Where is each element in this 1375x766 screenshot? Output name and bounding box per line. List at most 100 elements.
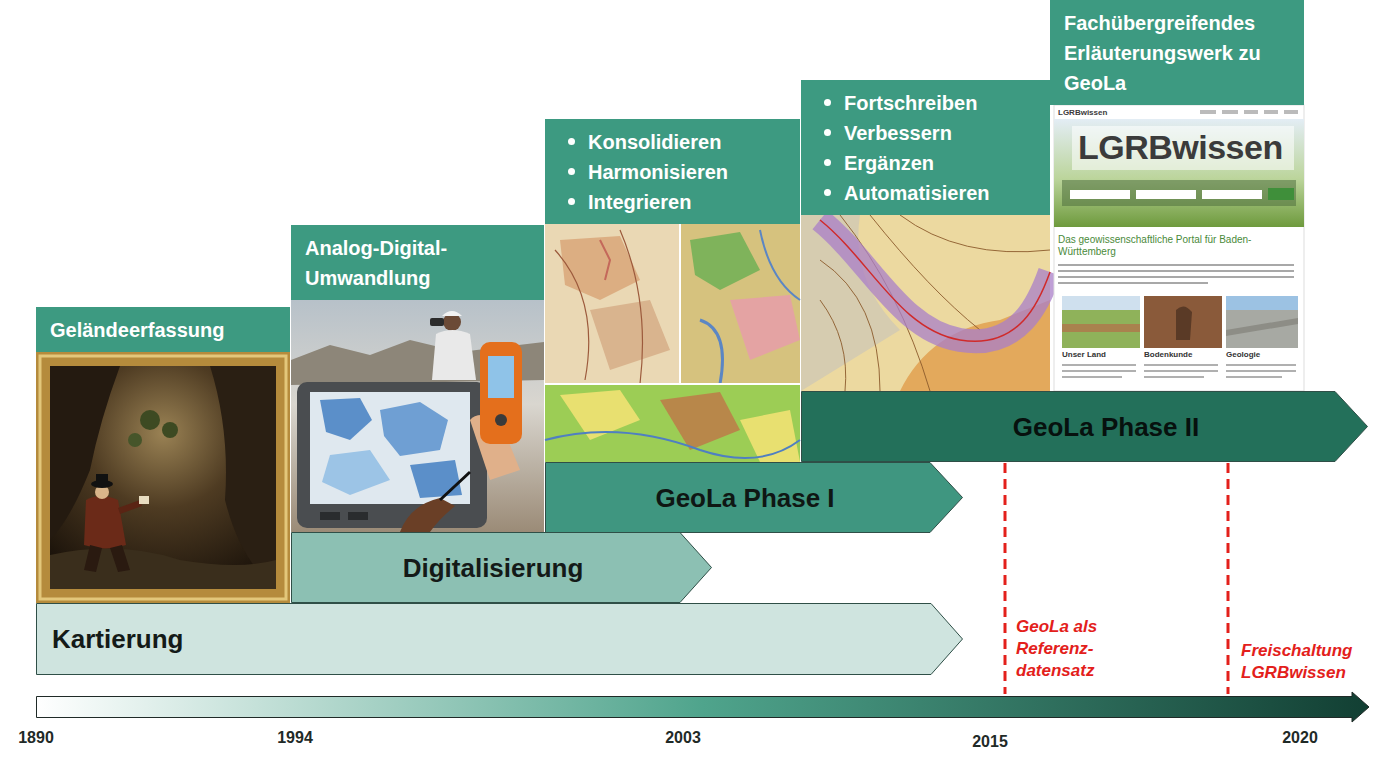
bullet-dot <box>568 138 575 145</box>
illustration-shape <box>37 692 1370 722</box>
illustration-shape <box>1226 376 1282 378</box>
site-logo-small: LGRBwissen <box>1058 108 1107 117</box>
timeline-axis <box>37 692 1370 722</box>
geological-maps <box>545 224 800 462</box>
bullet-dot <box>568 198 575 205</box>
tile-caption: Bodenkunde <box>1144 350 1192 359</box>
illustration-shape <box>560 236 640 300</box>
tile-caption: Geologie <box>1226 350 1260 359</box>
bullet-text: Ergänzen <box>844 148 934 178</box>
illustration-shape <box>320 512 340 520</box>
bullet-row: Fortschreiben <box>815 88 1036 118</box>
tile-caption: Unser Land <box>1062 350 1106 359</box>
text-row: Geländeerfassung <box>50 315 276 345</box>
illustration-shape <box>84 496 126 549</box>
illustration-shape <box>679 224 681 384</box>
illustration-shape <box>297 382 487 528</box>
illustration-shape <box>1058 270 1294 272</box>
illustration-shape <box>50 366 276 589</box>
illustration-shape <box>1226 296 1298 348</box>
illustration-shape <box>1058 276 1294 278</box>
illustration-shape <box>1062 324 1140 332</box>
bullet-text: Harmonisieren <box>588 157 728 187</box>
illustration-shape <box>440 472 470 500</box>
illustration-shape <box>1226 296 1298 310</box>
phase-label: Kartierung <box>52 623 183 655</box>
illustration-shape <box>1200 110 1216 114</box>
illustration-shape <box>600 240 610 280</box>
illustration-shape <box>1062 370 1136 372</box>
arrow-outline <box>37 604 963 675</box>
illustration-shape <box>1144 296 1222 348</box>
phase-header-box: Fachübergreifendes Erläuterungswerk zu G… <box>1050 0 1304 105</box>
illustration-shape <box>545 384 800 462</box>
illustration-shape <box>1062 296 1140 348</box>
milestone-line <box>1004 463 1007 694</box>
phase-label: Digitalisierung <box>403 552 584 584</box>
bullet-row: Harmonisieren <box>559 157 786 187</box>
illustration-shape <box>410 460 462 498</box>
year-label: 2020 <box>1282 729 1318 747</box>
contour-map <box>801 215 1050 391</box>
year-label: 1994 <box>277 729 313 747</box>
website-screenshot <box>1054 105 1304 391</box>
arrow-outline <box>802 392 1368 462</box>
bullet-dot <box>824 99 831 106</box>
illustration-shape <box>40 356 286 599</box>
illustration-shape <box>495 414 507 426</box>
arrow-outline <box>292 533 712 603</box>
illustration-shape <box>820 220 1050 341</box>
illustration-shape <box>801 215 1050 391</box>
illustration-shape <box>700 320 723 384</box>
bullet-text: Integrieren <box>588 187 691 217</box>
illustration-shape <box>442 311 462 316</box>
illustration-shape <box>1144 370 1218 372</box>
bullet-row: Verbessern <box>815 118 1036 148</box>
illustration-shape <box>545 224 680 384</box>
header-text: Analog-Digital-Umwandlung <box>305 233 530 293</box>
phase-arrow: GeoLa Phase II <box>801 391 1368 462</box>
milestone-line <box>1227 463 1230 694</box>
illustration-shape <box>432 330 476 380</box>
year-label: 1890 <box>18 729 54 747</box>
illustration-shape <box>1226 370 1296 372</box>
illustration-shape <box>50 549 276 589</box>
illustration-shape <box>162 422 178 438</box>
phase-label: GeoLa Phase II <box>1013 411 1199 443</box>
illustration-shape <box>291 300 544 532</box>
illustration-shape <box>1226 364 1296 366</box>
site-heading: Das geowissenschaftliche Portal für Bade… <box>1058 234 1296 258</box>
bullet-row: Automatisieren <box>815 178 1036 208</box>
illustration-shape <box>820 215 1050 391</box>
bullet-row: Ergänzen <box>815 148 1036 178</box>
bullet-dot <box>824 129 831 136</box>
illustration-shape <box>820 220 1050 341</box>
site-logo: LGRBwissen <box>1078 128 1283 167</box>
illustration-shape <box>400 498 455 532</box>
bullet-dot <box>824 189 831 196</box>
illustration-shape <box>1072 126 1294 170</box>
illustration-shape <box>128 433 142 447</box>
illustration-shape <box>1226 318 1298 336</box>
illustration-shape <box>730 295 800 360</box>
bullet-text: Verbessern <box>844 118 952 148</box>
bullet-row: Integrieren <box>559 187 786 217</box>
header-text: Fachübergreifendes Erläuterungswerk zu G… <box>1064 8 1290 98</box>
illustration-shape <box>1054 119 1304 227</box>
year-label: 2003 <box>665 729 701 747</box>
bullet-text: Konsolidieren <box>588 127 721 157</box>
illustration-shape <box>1244 110 1258 114</box>
illustration-shape <box>545 432 800 458</box>
illustration-shape <box>380 402 448 456</box>
illustration-shape <box>140 410 160 430</box>
phase-arrow: Kartierung <box>36 603 963 675</box>
illustration-shape <box>1062 180 1296 206</box>
field-device-photo <box>291 300 544 532</box>
illustration-shape <box>690 232 760 290</box>
illustration-shape <box>488 356 514 398</box>
arrow-outline <box>546 463 963 533</box>
illustration-shape <box>1054 105 1304 391</box>
bullet-text: Fortschreiben <box>844 88 977 118</box>
painting-illustration <box>36 352 290 603</box>
